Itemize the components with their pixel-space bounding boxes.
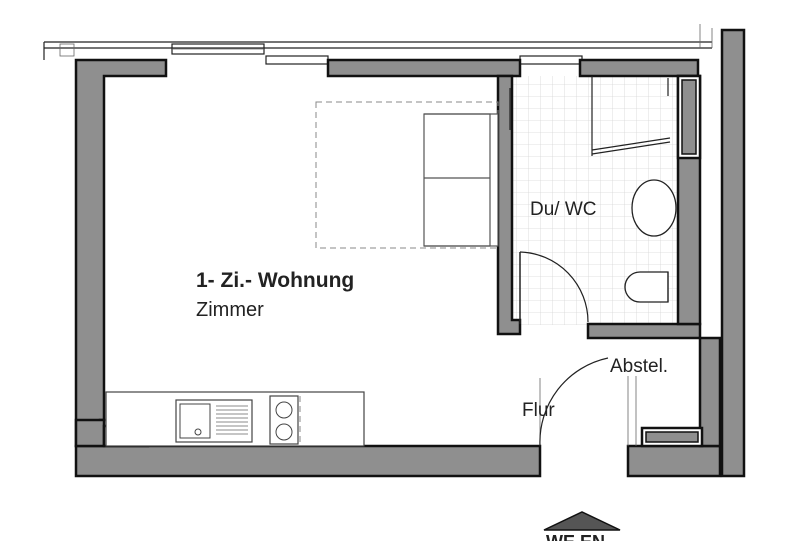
hall-doors — [539, 357, 637, 447]
sofa-bed — [315, 101, 499, 249]
entrance-arrow-icon — [543, 511, 621, 531]
entrance-label: WE EN — [546, 532, 605, 541]
toilet — [624, 179, 677, 303]
kitchenette — [105, 391, 365, 447]
top-window-frames — [43, 24, 713, 65]
room-label-bathroom: Du/ WC — [530, 199, 597, 220]
bathroom-door — [519, 251, 589, 324]
apartment-title: 1- Zi.- Wohnung — [196, 269, 354, 292]
room-label-hallway: Flur — [522, 400, 555, 421]
room-label-zimmer: Zimmer — [196, 299, 264, 321]
room-label-storage: Abstel. — [610, 356, 668, 377]
shower — [509, 76, 671, 156]
